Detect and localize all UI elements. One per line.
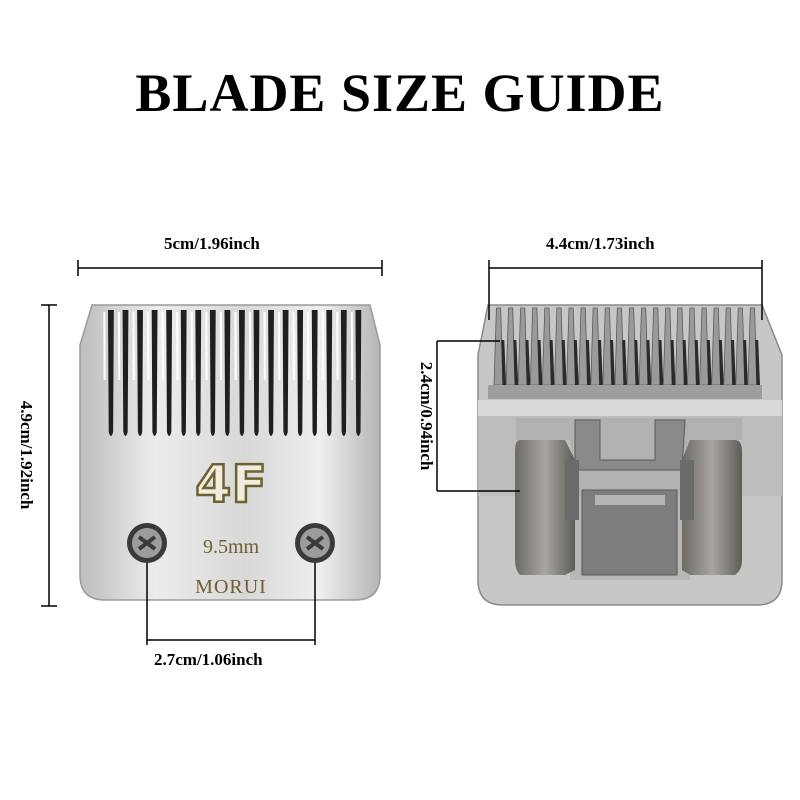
back-tooth-gap	[585, 340, 591, 385]
size-mark: 4F	[195, 455, 267, 515]
back-blade-teeth	[493, 307, 760, 386]
front-tooth-gap	[268, 310, 274, 436]
back-tooth-gap	[755, 340, 760, 385]
back-tooth-gap	[743, 340, 748, 385]
dimension-lines	[41, 260, 763, 645]
back-blade	[477, 304, 783, 606]
front-tooth-gap	[355, 310, 362, 436]
back-tooth-gap	[610, 340, 615, 385]
front-tooth-gap	[151, 310, 158, 436]
back-tooth-gap	[730, 340, 736, 385]
front-tooth-gap	[326, 310, 333, 436]
front-tooth-gap	[239, 310, 245, 436]
back-tooth-gap	[537, 340, 543, 385]
cut-length: 9.5mm	[203, 536, 260, 558]
page-title: BLADE SIZE GUIDE	[135, 63, 665, 123]
back-tooth-gap	[682, 340, 688, 385]
front-tooth-gap	[282, 310, 289, 436]
front-tooth-gap	[224, 310, 231, 436]
front-width-label: 5cm/1.96inch	[164, 234, 260, 253]
back-tooth-gap	[634, 340, 640, 385]
front-tooth-gap	[311, 310, 318, 436]
screw-spacing-label: 2.7cm/1.06inch	[154, 650, 263, 669]
front-tooth-gap	[297, 310, 304, 436]
back-tooth-gap	[597, 340, 603, 385]
front-tooth-gap	[209, 310, 216, 436]
back-tooth-gap	[694, 340, 700, 385]
back-tooth-gap	[561, 340, 567, 385]
back-tooth-gap	[646, 340, 652, 385]
brand-mark: MORUI	[195, 576, 267, 598]
front-tooth-gap	[122, 310, 129, 436]
back-width-label: 4.4cm/1.73inch	[546, 234, 655, 253]
front-tooth-gap	[253, 310, 260, 436]
front-tooth-gap	[195, 310, 202, 436]
back-tooth-gap	[658, 340, 664, 385]
front-tooth-gap	[180, 310, 187, 436]
back-tooth-gap	[718, 340, 724, 385]
back-tooth-gap	[513, 340, 519, 385]
back-tooth-gap	[573, 340, 579, 385]
back-tooth-gap	[622, 340, 627, 385]
front-tooth-gap	[137, 310, 143, 436]
front-tooth-gap	[166, 310, 173, 436]
front-blade-teeth	[103, 310, 362, 436]
spring-clip	[515, 418, 742, 580]
back-tooth-gap	[549, 340, 555, 385]
front-height-label: 4.9cm/1.92inch	[17, 400, 36, 510]
front-tooth-gap	[340, 310, 347, 436]
front-tooth-gap	[108, 310, 114, 436]
front-blade: 4F 9.5mm MORUI	[79, 304, 381, 601]
back-tooth-gap	[670, 340, 676, 385]
back-tooth-gap	[501, 340, 507, 385]
back-tooth-gap	[525, 340, 531, 385]
back-tooth-height-label: 2.4cm/0.94inch	[417, 361, 436, 471]
back-tooth-gap	[706, 340, 712, 385]
